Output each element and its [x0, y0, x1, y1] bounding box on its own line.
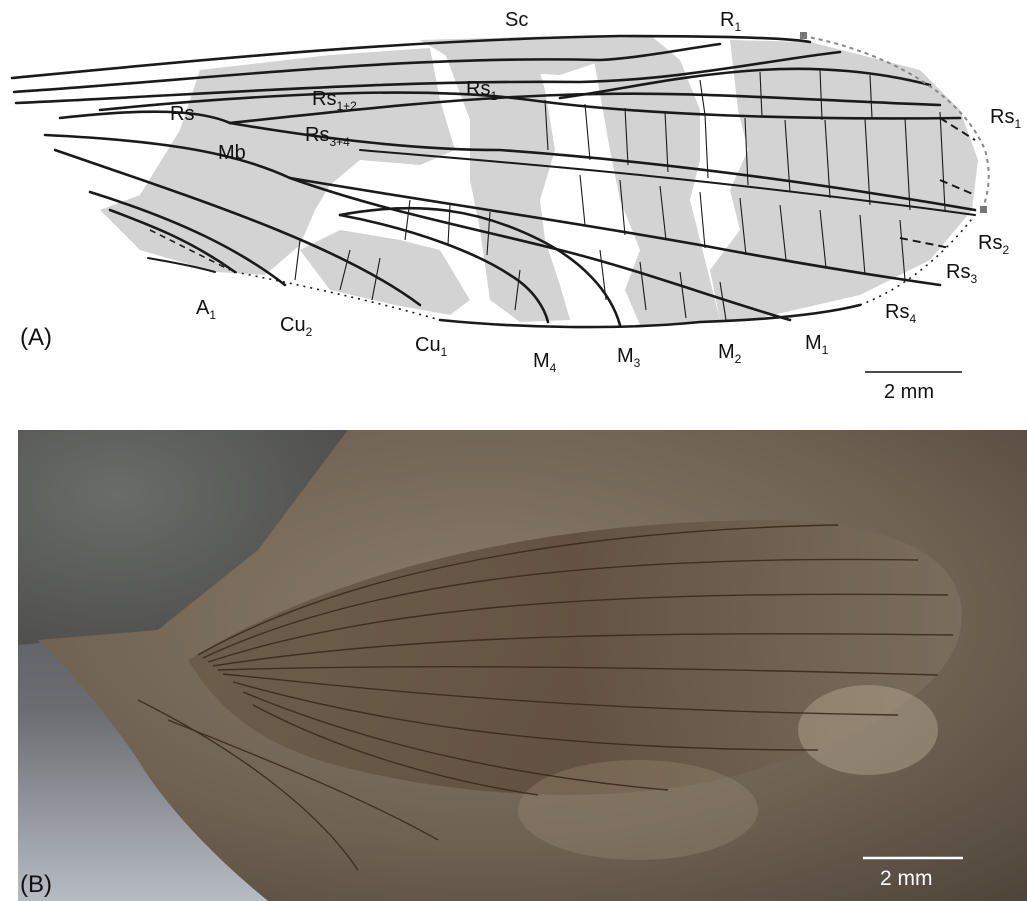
vein-label-cu2: Cu2 — [280, 314, 313, 339]
vein-label-cu1: Cu1 — [415, 334, 448, 359]
vein-label-m4: M4 — [533, 350, 557, 375]
vein-label-rs3: Rs3 — [946, 261, 977, 286]
vein-label-mb: Mb — [218, 142, 246, 164]
scale-bar-a-label: 2 mm — [884, 381, 934, 403]
vein-label-rs4: Rs4 — [885, 301, 916, 326]
vein-label-a1: A1 — [196, 297, 216, 322]
scale-bar-b-label: 2 mm — [880, 867, 933, 890]
vein-label-sc: Sc — [505, 9, 528, 31]
wing-venation-drawing: ScR1RsRs1+2Rs1Rs3+4MbRs1Rs2Rs3Rs4M1M2M3M… — [0, 0, 1027, 420]
vein-label-r1: R1 — [720, 9, 741, 34]
panel-a-letter: (A) — [20, 324, 52, 351]
vein-label-m3: M3 — [617, 345, 641, 370]
vein-label-rs2: Rs2 — [978, 232, 1009, 257]
vein-label-m1: M1 — [805, 332, 829, 357]
fossil-photograph: (B) 2 mm — [18, 430, 1027, 901]
wing-shading — [100, 35, 978, 325]
panel-b-letter: (B) — [20, 871, 52, 898]
scale-bar-a: 2 mm — [865, 372, 962, 403]
vein-label-rs: Rs — [170, 103, 194, 125]
vein-label-rs1: Rs1 — [990, 106, 1021, 131]
vein-label-m2: M2 — [718, 341, 742, 366]
